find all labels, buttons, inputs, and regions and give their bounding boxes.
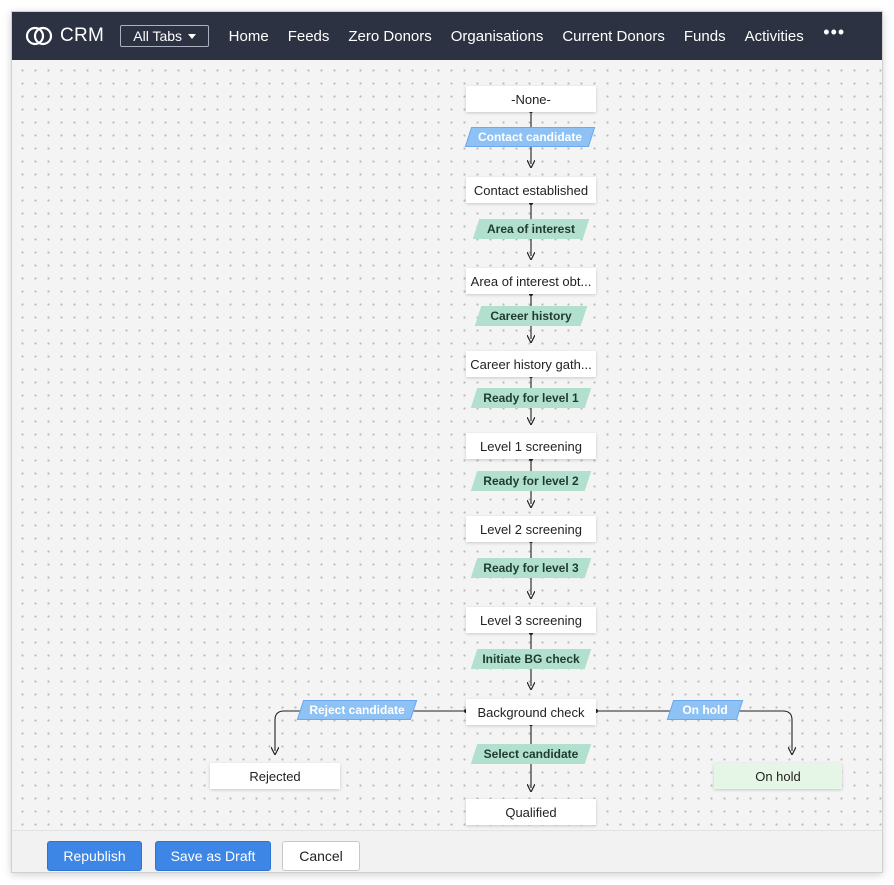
republish-button[interactable]: Republish bbox=[47, 841, 142, 871]
nav-home[interactable]: Home bbox=[228, 27, 269, 45]
blueprint-canvas[interactable]: -None- Contact established Area of inter… bbox=[12, 60, 883, 830]
action-footer: Republish Save as Draft Cancel bbox=[12, 830, 882, 872]
state-level-2-screening[interactable]: Level 2 screening bbox=[466, 516, 596, 542]
transition-label: Ready for level 3 bbox=[483, 561, 579, 575]
more-menu-icon[interactable]: ••• bbox=[823, 21, 846, 42]
transition-label: Contact candidate bbox=[477, 130, 582, 144]
transition-label: On hold bbox=[682, 703, 728, 717]
state-career-history[interactable]: Career history gath... bbox=[466, 351, 596, 377]
nav-activities[interactable]: Activities bbox=[744, 27, 804, 45]
app-name: CRM bbox=[60, 25, 105, 46]
transition-label: Career history bbox=[490, 309, 572, 323]
caret-down-icon bbox=[188, 33, 197, 39]
nav-current-donors[interactable]: Current Donors bbox=[562, 27, 665, 45]
transition-ready-level-1[interactable]: Ready for level 1 bbox=[474, 388, 588, 408]
transition-label: Ready for level 1 bbox=[483, 391, 579, 405]
transition-contact-candidate[interactable]: Contact candidate bbox=[468, 127, 592, 147]
top-navigation-bar: CRM All Tabs Home Feeds Zero Donors Orga… bbox=[12, 12, 882, 60]
app-logo[interactable]: CRM bbox=[24, 25, 104, 47]
state-qualified[interactable]: Qualified bbox=[466, 799, 596, 825]
app-window: CRM All Tabs Home Feeds Zero Donors Orga… bbox=[11, 11, 883, 873]
transition-label: Reject candidate bbox=[309, 703, 405, 717]
all-tabs-label: All Tabs bbox=[133, 28, 183, 44]
state-area-of-interest[interactable]: Area of interest obt... bbox=[466, 268, 596, 294]
cancel-button[interactable]: Cancel bbox=[282, 841, 360, 871]
state-on-hold[interactable]: On hold bbox=[714, 763, 842, 789]
flow-connectors bbox=[12, 109, 883, 830]
transition-label: Area of interest bbox=[486, 222, 576, 236]
transition-initiate-bg-check[interactable]: Initiate BG check bbox=[474, 649, 588, 669]
nav-feeds[interactable]: Feeds bbox=[287, 27, 330, 45]
main-nav: Home Feeds Zero Donors Organisations Cur… bbox=[219, 22, 855, 45]
connector bbox=[596, 710, 792, 751]
state-contact-established[interactable]: Contact established bbox=[466, 177, 596, 203]
transition-on-hold[interactable]: On hold bbox=[670, 700, 740, 720]
transition-label: Ready for level 2 bbox=[483, 474, 579, 488]
state-level-3-screening[interactable]: Level 3 screening bbox=[466, 607, 596, 633]
crm-logo-icon bbox=[25, 26, 53, 46]
transition-label: Select candidate bbox=[483, 747, 579, 761]
transition-select-candidate[interactable]: Select candidate bbox=[474, 744, 588, 764]
save-as-draft-button[interactable]: Save as Draft bbox=[155, 841, 271, 871]
transition-reject-candidate[interactable]: Reject candidate bbox=[300, 700, 414, 720]
nav-zero-donors[interactable]: Zero Donors bbox=[348, 27, 432, 45]
state-rejected[interactable]: Rejected bbox=[210, 763, 340, 789]
all-tabs-dropdown[interactable]: All Tabs bbox=[120, 25, 210, 47]
transition-career-history[interactable]: Career history bbox=[478, 306, 584, 326]
nav-organisations[interactable]: Organisations bbox=[450, 27, 544, 45]
nav-funds[interactable]: Funds bbox=[683, 27, 726, 45]
transition-ready-level-3[interactable]: Ready for level 3 bbox=[474, 558, 588, 578]
transition-ready-level-2[interactable]: Ready for level 2 bbox=[474, 471, 588, 491]
state-background-check[interactable]: Background check bbox=[466, 699, 596, 725]
state-level-1-screening[interactable]: Level 1 screening bbox=[466, 433, 596, 459]
state-none[interactable]: -None- bbox=[466, 86, 596, 112]
connector bbox=[275, 710, 466, 751]
transition-label: Initiate BG check bbox=[482, 652, 580, 666]
transition-area-of-interest[interactable]: Area of interest bbox=[476, 219, 586, 239]
